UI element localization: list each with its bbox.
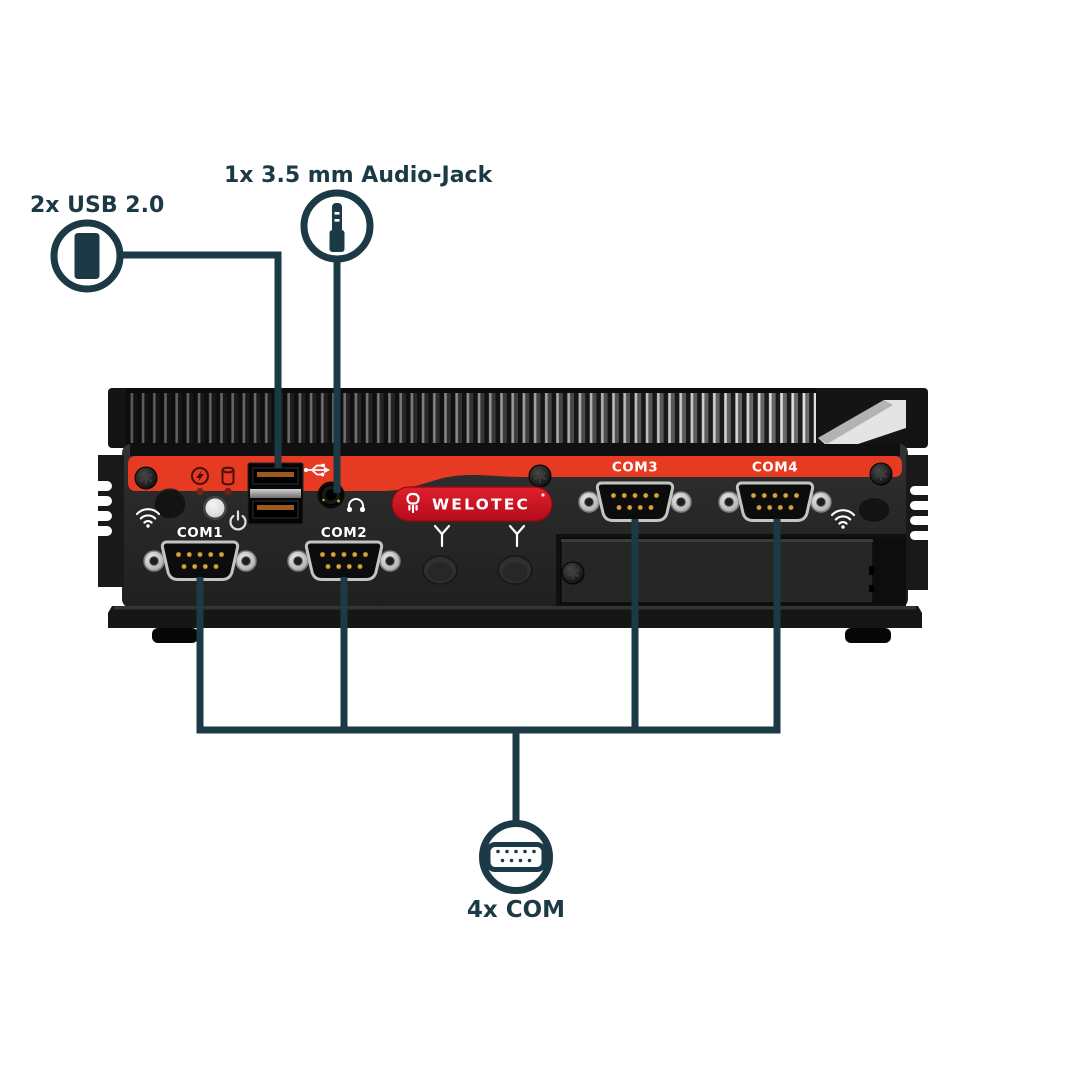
hdd-led	[224, 487, 232, 496]
audio-jack-icon	[329, 203, 345, 252]
com4-label: COM4	[752, 460, 798, 476]
front-panel-top-strip	[130, 444, 900, 456]
com3-label: COM3	[612, 460, 658, 476]
right-side-fins	[906, 455, 934, 590]
audio-callout-label: 1x 3.5 mm Audio-Jack	[224, 163, 494, 188]
usb-symbol-icon	[304, 463, 330, 477]
device: WELOTEC COM1 COM2	[80, 388, 934, 643]
heatsink-top-edge	[126, 388, 816, 393]
db9-connector-icon	[483, 842, 549, 872]
bottom-base	[108, 606, 922, 628]
hdd-led-icon	[221, 466, 235, 486]
screw-top-right	[869, 462, 893, 486]
brand-logo: WELOTEC	[391, 486, 553, 522]
heatsink-wedge	[818, 400, 906, 452]
screw-top-center	[528, 464, 552, 488]
antenna-cover-button-left	[153, 488, 187, 520]
headphones-icon	[346, 498, 366, 513]
usb-ports	[247, 462, 304, 525]
bottom-base-bevel	[114, 606, 916, 610]
usb-callout-line	[116, 251, 282, 468]
drive-bay-screw	[561, 561, 585, 585]
com1-label: COM1	[177, 525, 223, 541]
foot-right	[845, 628, 891, 643]
power-led	[196, 487, 204, 496]
brand-trademark-dot	[541, 493, 545, 497]
drive-bay	[556, 534, 906, 608]
com-callout-lines	[196, 519, 781, 734]
com-callout-label: 4x COM	[467, 897, 565, 923]
antenna-cover-button-right	[857, 496, 891, 524]
usb-callout-label: 2x USB 2.0	[30, 193, 164, 218]
heatsink-wedge-shade	[818, 400, 893, 444]
brand-text: WELOTEC	[432, 496, 530, 514]
foot-left	[152, 628, 198, 643]
com2-label: COM2	[321, 525, 367, 541]
power-led-icon	[191, 467, 209, 485]
power-icon	[229, 510, 247, 531]
usb-connector-icon	[74, 233, 100, 279]
screw-top-left	[134, 466, 158, 490]
antenna-port-left	[422, 555, 458, 585]
heatsink-fin-texture	[126, 391, 816, 446]
power-button	[205, 498, 225, 518]
callouts: 2x USB 2.0 1x 3.5 mm Audio-Jack 4x COM	[30, 163, 781, 923]
antenna-port-right	[497, 555, 533, 585]
brand-glyph	[406, 492, 420, 514]
left-side-fins	[80, 455, 124, 587]
